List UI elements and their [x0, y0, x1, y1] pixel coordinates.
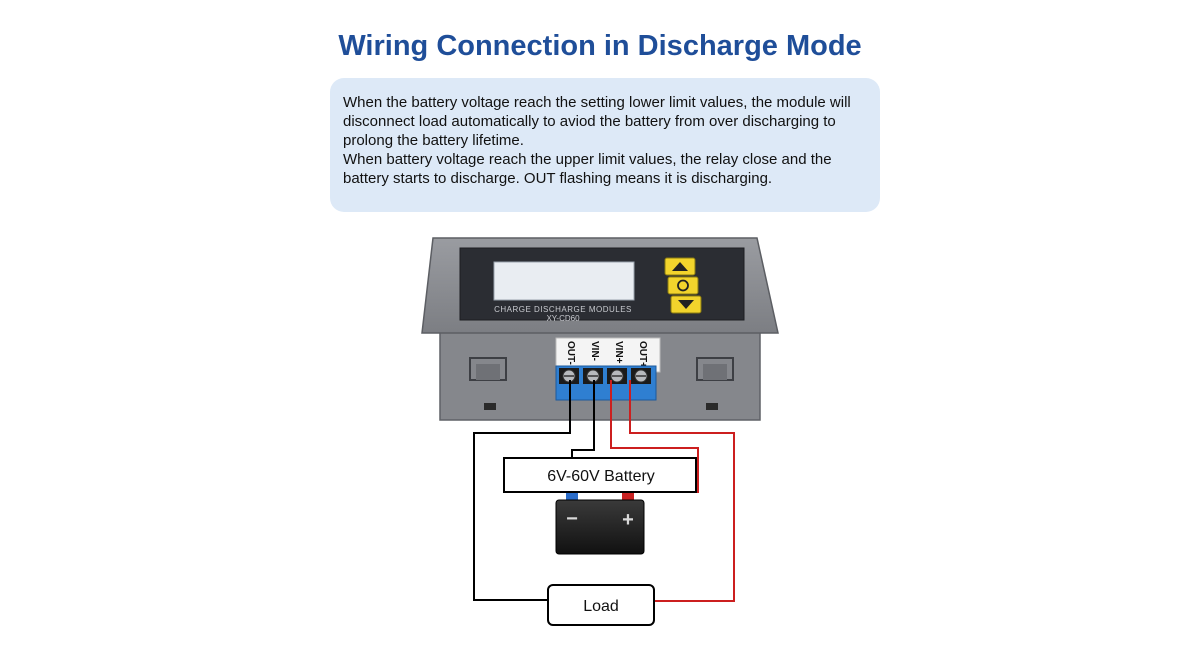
terminal-label-vin-minus: VIN- [589, 341, 600, 361]
wire-out-positive [629, 380, 735, 602]
page-title: Wiring Connection in Discharge Mode [338, 30, 862, 62]
load-label: Load [583, 598, 619, 615]
load-box: Load [547, 584, 655, 626]
battery-minus-sign: − [566, 508, 578, 530]
terminal-label-vin-plus: VIN+ [613, 341, 624, 364]
wire-out-negative [473, 380, 571, 601]
battery: − + [555, 493, 645, 555]
battery-body [555, 499, 645, 555]
wires [473, 380, 735, 602]
right-mount-clip [696, 357, 734, 410]
battery-negative-post [566, 493, 578, 501]
battery-label: 6V-60V Battery [547, 468, 655, 485]
down-button[interactable] [670, 295, 702, 314]
terminal-screws [559, 368, 651, 384]
up-button[interactable] [664, 257, 696, 276]
description-paragraph-2: When battery voltage reach the upper lim… [343, 151, 832, 187]
charge-discharge-module: CHARGE DISCHARGE MODULES XY-CD60 OUT- VI… [421, 237, 779, 421]
description-paragraph-1: When the battery voltage reach the setti… [343, 94, 851, 149]
description-box: When the battery voltage reach the setti… [330, 78, 880, 212]
down-arrow-icon [678, 300, 694, 309]
left-mount-clip [469, 357, 507, 410]
lcd-display [493, 261, 635, 301]
battery-label-box: 6V-60V Battery [503, 457, 697, 493]
set-gear-icon [677, 279, 689, 292]
terminal-label-out-minus: OUT- [565, 341, 576, 365]
set-button[interactable] [667, 276, 699, 295]
battery-positive-post [622, 493, 634, 501]
module-label-line2: XY-CD60 [546, 314, 580, 323]
battery-plus-sign: + [622, 509, 634, 531]
terminal-label-out-plus: OUT+ [637, 341, 648, 368]
up-arrow-icon [672, 262, 688, 271]
module-label-line1: CHARGE DISCHARGE MODULES [494, 305, 632, 314]
